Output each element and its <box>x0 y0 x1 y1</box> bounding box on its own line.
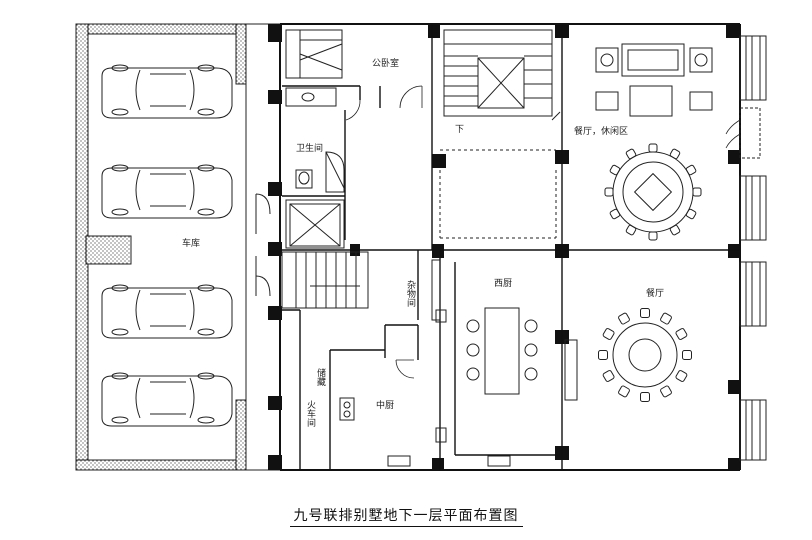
structural-columns <box>268 24 740 470</box>
plan-title: 九号联排别墅地下一层平面布置图 <box>289 508 523 527</box>
room-label-fire-room: 火车间 <box>305 400 316 428</box>
east-windows <box>739 35 767 461</box>
round-table-lounge <box>612 151 694 233</box>
lounge-chairs <box>604 143 702 241</box>
lounge-furniture <box>595 43 713 117</box>
chair-icon <box>604 187 614 197</box>
room-label-chinese-kitchen: 中厨 <box>376 399 394 411</box>
room-label-equipment: 储藏 <box>315 367 326 387</box>
garage-cars <box>101 64 233 427</box>
chair-icon <box>625 224 637 236</box>
chair-icon <box>609 164 621 176</box>
stair-left <box>281 251 369 309</box>
chair-icon <box>660 312 672 325</box>
chair-icon <box>685 208 697 220</box>
car-icon <box>101 164 233 219</box>
room-label-dining-lounge: 餐厅，休闲区 <box>574 125 628 137</box>
dining-round-table <box>612 322 678 388</box>
chair-icon <box>685 164 697 176</box>
chair-icon <box>648 231 658 241</box>
chair-icon <box>598 350 608 360</box>
room-label-garage: 车库 <box>182 237 200 249</box>
room-label-dining-room: 餐厅 <box>646 287 664 299</box>
car-icon <box>101 372 233 427</box>
chair-icon <box>602 328 615 340</box>
stair-core <box>439 29 561 239</box>
chair-icon <box>625 148 637 160</box>
chair-icon <box>669 148 681 160</box>
garage-doors <box>255 193 271 297</box>
chair-icon <box>640 392 650 402</box>
room-label-storage: 杂物间 <box>405 280 416 308</box>
chair-icon <box>669 224 681 236</box>
car-icon <box>101 64 233 119</box>
bed <box>285 29 343 79</box>
room-label-guest-bedroom: 公卧室 <box>372 57 399 69</box>
car-icon <box>101 284 233 339</box>
plan-caption-wrap: 九号联排别墅地下一层平面布置图 <box>0 505 812 527</box>
dining-chairs <box>598 308 692 402</box>
chair-icon <box>692 187 702 197</box>
garage-walls <box>75 23 247 471</box>
room-label-bathroom: 卫生间 <box>296 142 323 154</box>
western-kitchen-table <box>466 307 538 395</box>
chair-icon <box>609 208 621 220</box>
elevator <box>285 199 345 249</box>
chair-icon <box>602 370 615 382</box>
kitchen-fixtures <box>339 259 578 467</box>
chair-icon <box>660 385 672 398</box>
chair-icon <box>618 385 630 398</box>
room-label-western-kitchen: 西厨 <box>494 278 512 289</box>
chair-icon <box>648 143 658 153</box>
chair-icon <box>640 308 650 318</box>
door-swings <box>345 85 741 379</box>
bathroom-fixtures <box>285 87 346 193</box>
chair-icon <box>675 370 688 382</box>
chair-icon <box>618 312 630 325</box>
stair-down-label: 下 <box>455 125 464 135</box>
chair-icon <box>675 328 688 340</box>
chair-icon <box>682 350 692 360</box>
